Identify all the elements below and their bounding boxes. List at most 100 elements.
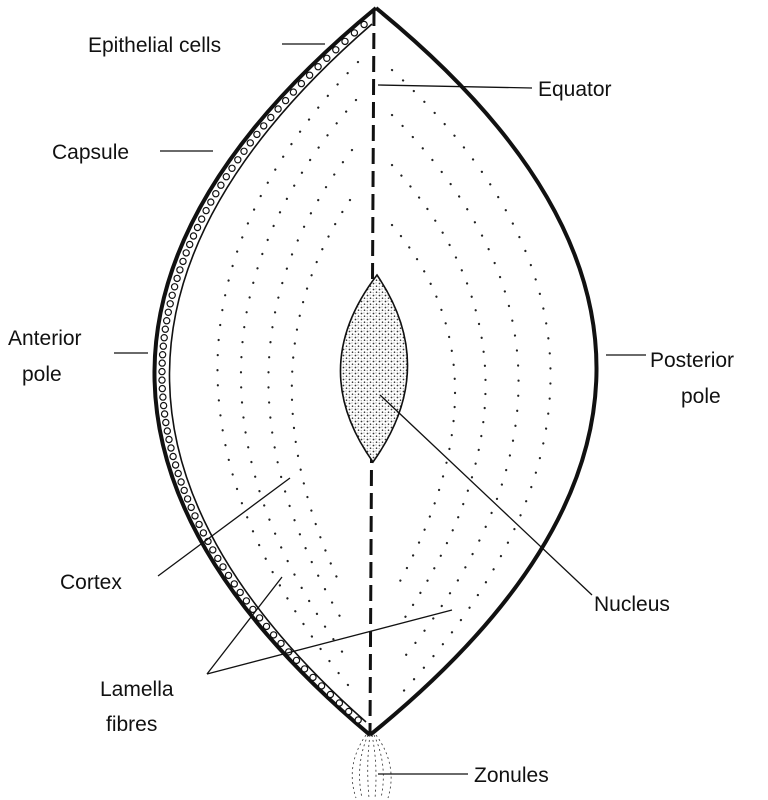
epithelial-cell bbox=[240, 147, 248, 155]
epithelial-cell bbox=[176, 266, 184, 274]
equator-line bbox=[368, 9, 376, 734]
epithelial-cell bbox=[228, 164, 236, 172]
epithelial-cells bbox=[158, 20, 368, 724]
epithelial-cell bbox=[242, 597, 251, 605]
epithelial-cell bbox=[177, 478, 185, 486]
epithelial-cell bbox=[159, 401, 168, 410]
epithelial-cell bbox=[159, 342, 167, 350]
label-equator: Equator bbox=[538, 78, 612, 101]
epithelial-cell bbox=[326, 690, 335, 699]
epithelial-cell bbox=[166, 300, 174, 308]
epithelial-cell bbox=[180, 486, 188, 495]
epithelial-cell bbox=[164, 308, 172, 316]
epithelial-cell bbox=[193, 223, 202, 232]
epithelial-cell bbox=[202, 206, 210, 215]
epithelial-cell bbox=[249, 605, 257, 614]
epithelial-cell bbox=[309, 673, 317, 682]
epithelial-cell bbox=[345, 707, 353, 716]
epithelial-cell bbox=[174, 469, 182, 478]
epithelial-cell bbox=[171, 461, 180, 469]
epithelial-cell bbox=[236, 588, 244, 597]
epithelial-cell bbox=[160, 334, 168, 342]
label-zonules: Zonules bbox=[474, 764, 549, 787]
label-posterior-pole-1: Posterior bbox=[650, 349, 734, 372]
epithelial-cell bbox=[199, 529, 208, 537]
leader-lines bbox=[114, 43, 646, 775]
epithelial-cell bbox=[161, 325, 169, 333]
epithelial-cell bbox=[297, 79, 306, 88]
epithelial-cell bbox=[158, 351, 167, 359]
epithelial-cell bbox=[360, 20, 368, 29]
epithelial-cell bbox=[234, 156, 242, 164]
epithelial-cell bbox=[162, 418, 170, 427]
epithelial-inner-line bbox=[168, 23, 373, 723]
epithelial-cell bbox=[165, 435, 173, 444]
epithelial-cell bbox=[217, 181, 225, 189]
epithelial-cell bbox=[260, 122, 268, 130]
epithelial-cell bbox=[170, 283, 179, 291]
epithelial-cell bbox=[214, 554, 222, 563]
epithelial-cell bbox=[187, 503, 195, 512]
epithelial-cell bbox=[163, 427, 171, 435]
label-anterior-pole-1: Anterior bbox=[8, 327, 82, 350]
epithelial-cell bbox=[255, 614, 264, 622]
label-lamella-fibres-2: fibres bbox=[106, 713, 157, 736]
epithelial-cell bbox=[253, 130, 261, 139]
epithelial-cell bbox=[335, 699, 344, 707]
epithelial-cell bbox=[167, 444, 175, 452]
epithelial-cell bbox=[246, 139, 254, 147]
capsule-outline bbox=[152, 6, 378, 737]
epithelial-cell bbox=[305, 71, 314, 79]
label-epithelial-cells: Epithelial cells bbox=[88, 34, 221, 57]
epithelial-cell bbox=[159, 393, 167, 401]
label-posterior-pole-2: pole bbox=[681, 385, 721, 408]
epithelial-cell bbox=[281, 96, 290, 105]
epithelial-cell bbox=[314, 62, 322, 71]
epithelial-cell bbox=[222, 172, 230, 181]
epithelial-cell bbox=[191, 512, 199, 520]
epithelial-cell bbox=[219, 563, 227, 571]
epithelial-cell bbox=[212, 189, 220, 198]
epithelial-cell bbox=[350, 29, 359, 37]
label-lamella-fibres-1: Lamella bbox=[100, 678, 174, 701]
epithelial-cell bbox=[317, 682, 326, 690]
epithelial-cell bbox=[173, 274, 181, 283]
epithelial-cell bbox=[169, 452, 177, 461]
epithelial-cell bbox=[209, 546, 217, 554]
epithelial-cell bbox=[300, 665, 309, 673]
epithelial-cell bbox=[183, 495, 192, 503]
zonules bbox=[351, 734, 392, 799]
epithelial-cell bbox=[262, 622, 271, 631]
epithelial-cell bbox=[289, 88, 298, 96]
epithelial-cell bbox=[267, 113, 275, 122]
label-cortex: Cortex bbox=[60, 571, 122, 594]
epithelial-cell bbox=[274, 105, 282, 113]
label-anterior-pole-2: pole bbox=[22, 363, 62, 386]
posterior-surface bbox=[368, 6, 599, 737]
epithelial-cell bbox=[197, 215, 206, 223]
lamella-contours bbox=[216, 60, 552, 697]
epithelial-cell bbox=[182, 249, 190, 257]
epithelial-cell bbox=[168, 291, 176, 299]
epithelial-cell bbox=[277, 639, 285, 648]
epithelial-cell bbox=[179, 257, 187, 266]
epithelial-cell bbox=[341, 37, 349, 46]
epithelial-cell bbox=[224, 571, 233, 580]
label-nucleus: Nucleus bbox=[594, 593, 670, 616]
epithelial-cell bbox=[185, 240, 194, 249]
epithelial-cell bbox=[292, 656, 301, 665]
epithelial-cell bbox=[162, 317, 171, 325]
epithelial-cell bbox=[269, 631, 278, 639]
nucleus bbox=[339, 273, 409, 464]
epithelial-cell bbox=[230, 580, 238, 588]
epithelial-cell bbox=[158, 367, 166, 376]
epithelial-cell bbox=[158, 384, 166, 393]
epithelial-cell bbox=[195, 520, 203, 529]
epithelial-cell bbox=[158, 359, 166, 367]
epithelial-cell bbox=[354, 716, 362, 724]
epithelial-cell bbox=[160, 410, 169, 418]
epithelial-cell bbox=[323, 54, 331, 63]
epithelial-cell bbox=[207, 198, 215, 206]
label-capsule: Capsule bbox=[52, 141, 129, 164]
